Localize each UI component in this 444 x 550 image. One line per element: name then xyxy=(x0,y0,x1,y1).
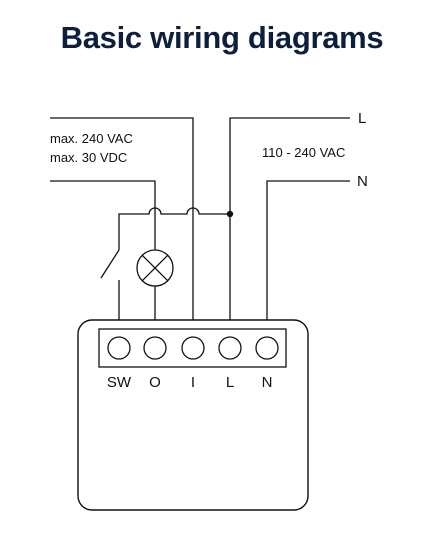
neutral-label: N xyxy=(357,173,368,190)
source-voltage-dc-label: max. 30 VDC xyxy=(50,150,127,165)
terminal-n-label: N xyxy=(262,374,273,391)
terminal-o-label: O xyxy=(149,374,161,391)
live-wire xyxy=(229,117,350,333)
switch-icon xyxy=(100,249,120,279)
terminal-l-screw xyxy=(218,336,242,360)
source-wire-2 xyxy=(50,180,156,250)
terminal-sw-screw xyxy=(107,336,131,360)
lamp-icon xyxy=(136,249,174,287)
terminal-sw-label: SW xyxy=(107,374,132,391)
switch-bridge-wire xyxy=(118,207,230,250)
line-label: L xyxy=(358,110,366,127)
terminal-l-label: L xyxy=(226,374,234,391)
neutral-wire xyxy=(266,180,350,333)
terminal-i-label: I xyxy=(191,374,195,391)
terminal-n-screw xyxy=(255,336,279,360)
terminal-i-screw xyxy=(181,336,205,360)
terminal-o-screw xyxy=(143,336,167,360)
source-wire-1 xyxy=(50,117,194,333)
page-title: Basic wiring diagrams xyxy=(60,20,384,55)
source-voltage-ac-label: max. 240 VAC xyxy=(50,131,133,146)
supply-voltage-label: 110 - 240 VAC xyxy=(262,145,345,160)
junction-dot xyxy=(226,210,234,218)
